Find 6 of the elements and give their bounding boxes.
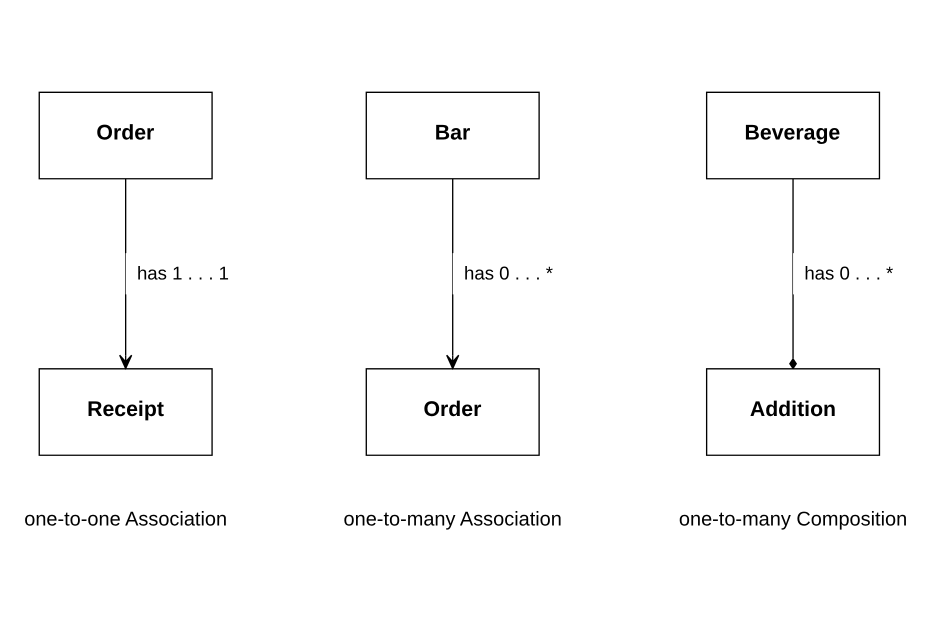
edge-label: has 0 . . . * (804, 262, 894, 284)
node-label: one-to-one Association (24, 508, 228, 531)
node-label: one-to-many Composition (678, 508, 908, 531)
edge-label: has 0 . . . * (464, 262, 553, 284)
node-label: one-to-many Association (344, 508, 562, 531)
edge-label: has 1 . . . 1 (136, 262, 230, 284)
